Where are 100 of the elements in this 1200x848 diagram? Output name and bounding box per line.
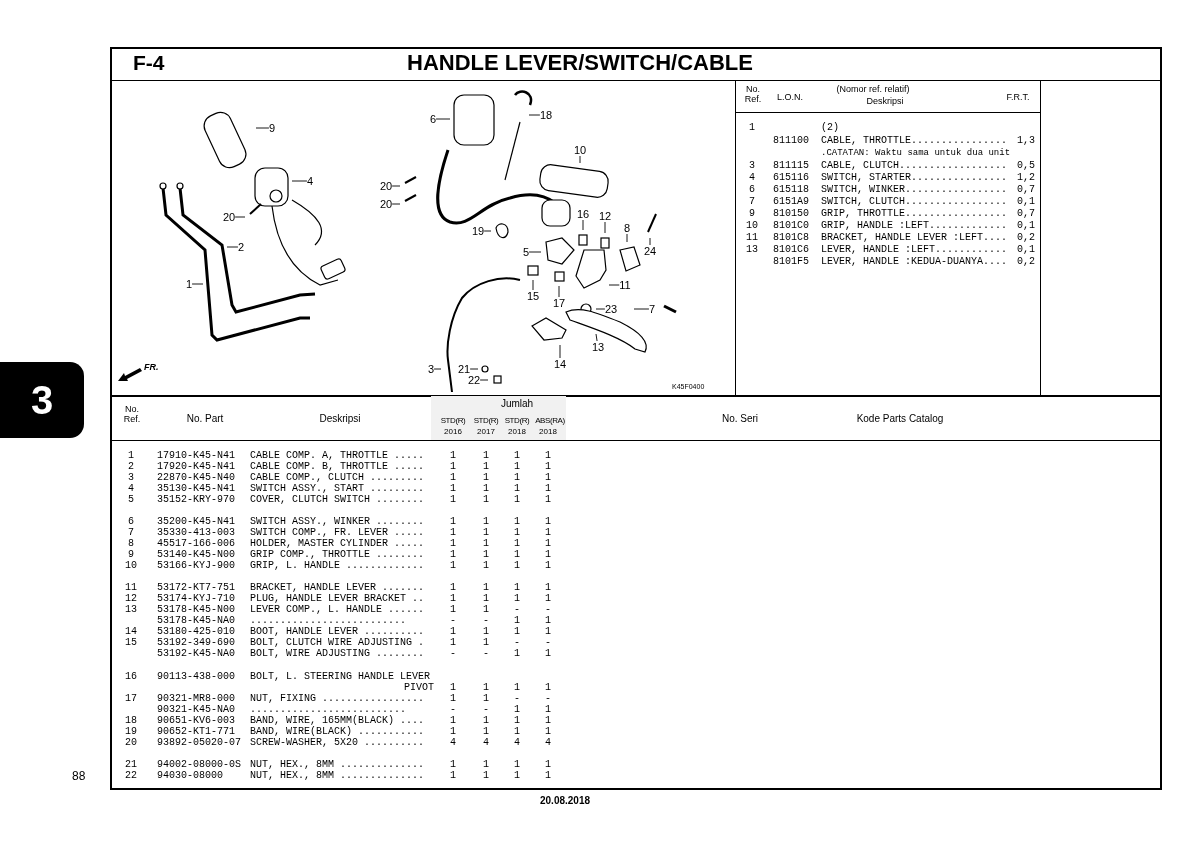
column-header: 2016 bbox=[443, 427, 463, 436]
column-header: 2018 bbox=[507, 427, 527, 436]
quantity: 1 bbox=[449, 549, 457, 560]
part-description: BOLT, CLUTCH WIRE ADJUSTING . bbox=[250, 637, 426, 648]
callout-number: 3 bbox=[427, 363, 435, 375]
lon-code: 811115 bbox=[773, 160, 810, 171]
page-number: 88 bbox=[72, 769, 86, 783]
leader-line bbox=[649, 237, 651, 246]
lon-code: 615116 bbox=[773, 172, 810, 183]
callout-number: 10 bbox=[573, 144, 587, 156]
leader-line bbox=[528, 114, 541, 116]
quantity: 1 bbox=[482, 726, 490, 737]
leader-line bbox=[595, 333, 598, 342]
quantity: 1 bbox=[544, 494, 552, 505]
quantity: 1 bbox=[513, 527, 521, 538]
quantity: 1 bbox=[544, 560, 552, 571]
leader-line bbox=[595, 308, 606, 310]
quantity: 1 bbox=[544, 759, 552, 770]
part-description: SCREW-WASHER, 5X20 .......... bbox=[250, 737, 426, 748]
ref-number: 4 bbox=[748, 172, 756, 183]
frt-value: 0,2 bbox=[1016, 256, 1035, 267]
quantity: 1 bbox=[544, 682, 552, 693]
frt-value: 0,5 bbox=[1016, 160, 1035, 171]
leader-line bbox=[626, 233, 628, 243]
leader-line bbox=[391, 203, 401, 205]
part-description: SWITCH, STARTER................ bbox=[821, 172, 1009, 183]
callout-number: 23 bbox=[604, 303, 618, 315]
quantity: 1 bbox=[482, 450, 490, 461]
quantity: 1 bbox=[482, 538, 490, 549]
leader-line bbox=[255, 127, 270, 129]
frt-value: 0,1 bbox=[1016, 244, 1035, 255]
quantity: 1 bbox=[544, 726, 552, 737]
callout-number: 18 bbox=[539, 109, 553, 121]
ref-number: 9 bbox=[127, 549, 135, 560]
note-text: .CATATAN: Waktu sama untuk dua unit bbox=[821, 148, 1012, 159]
part-number: 94002-08000-0S bbox=[157, 759, 242, 770]
ref-number: 7 bbox=[748, 196, 756, 207]
quantity: 1 bbox=[513, 615, 521, 626]
callout-number: 13 bbox=[591, 341, 605, 353]
quantity: 1 bbox=[513, 549, 521, 560]
callout-number: 1 bbox=[185, 278, 193, 290]
lon-code: 8101C8 bbox=[773, 232, 810, 243]
part-number: 90321-MR8-000 bbox=[157, 693, 236, 704]
lon-code: 6151A9 bbox=[773, 196, 810, 207]
callout-number: 4 bbox=[306, 175, 314, 187]
quantity: 4 bbox=[449, 737, 457, 748]
quantity: 1 bbox=[513, 726, 521, 737]
part-description: NUT, FIXING ................. bbox=[250, 693, 426, 704]
column-header: Kode Parts Catalog bbox=[855, 413, 945, 424]
part-number: 45517-166-006 bbox=[157, 538, 236, 549]
callout-number: 14 bbox=[553, 358, 567, 370]
callout-number: 8 bbox=[623, 222, 631, 234]
leader-line bbox=[604, 221, 606, 234]
part-number: 90652-KT1-771 bbox=[157, 726, 236, 737]
leader-line bbox=[532, 279, 534, 291]
leader-line bbox=[528, 251, 542, 253]
quantity: 1 bbox=[482, 472, 490, 483]
quantity: - bbox=[449, 704, 457, 715]
quantity: 1 bbox=[482, 604, 490, 615]
callout-number: 24 bbox=[643, 245, 657, 257]
callout-number: 11 bbox=[619, 279, 631, 291]
callout-number: 2 bbox=[237, 241, 245, 253]
quantity: 1 bbox=[513, 704, 521, 715]
quantity: 1 bbox=[482, 483, 490, 494]
date-text: 20.08.2018 bbox=[540, 795, 591, 807]
part-number: 17910-K45-N41 bbox=[157, 450, 236, 461]
quantity: 1 bbox=[513, 759, 521, 770]
quantity: 1 bbox=[449, 516, 457, 527]
quantity: 1 bbox=[513, 538, 521, 549]
quantity: 1 bbox=[449, 538, 457, 549]
quantity: 1 bbox=[449, 682, 457, 693]
part-description: CABLE COMP. B, THROTTLE ..... bbox=[250, 461, 426, 472]
ref-number: 15 bbox=[124, 637, 138, 648]
frt-value: 0,1 bbox=[1016, 196, 1035, 207]
part-number: 35200-K45-N41 bbox=[157, 516, 236, 527]
ref-number: 10 bbox=[745, 220, 759, 231]
quantity: 1 bbox=[482, 637, 490, 648]
quantity: 1 bbox=[544, 582, 552, 593]
part-description: HOLDER, MASTER CYLINDER ..... bbox=[250, 538, 426, 549]
part-description: .......................... bbox=[250, 704, 408, 715]
part-number: 53180-425-010 bbox=[157, 626, 236, 637]
quantity: 1 bbox=[449, 626, 457, 637]
part-description: COVER, CLUTCH SWITCH ........ bbox=[250, 494, 426, 505]
quantity: 1 bbox=[513, 770, 521, 781]
column-header: (Nomor ref. relatif) bbox=[835, 84, 911, 94]
quantity: 1 bbox=[544, 461, 552, 472]
quantity: 1 bbox=[544, 549, 552, 560]
lon-code: 8101F5 bbox=[773, 256, 810, 267]
part-description: GRIP, HANDLE :LEFT............. bbox=[821, 220, 1009, 231]
leader-line bbox=[559, 344, 561, 359]
quantity: 1 bbox=[513, 472, 521, 483]
quantity: 1 bbox=[513, 450, 521, 461]
ref-number: 1 bbox=[127, 450, 135, 461]
ref-number: 8 bbox=[127, 538, 135, 549]
leader-line bbox=[391, 185, 401, 187]
ref-number: 16 bbox=[124, 671, 138, 682]
quantity: 1 bbox=[449, 715, 457, 726]
part-number: 35330-413-003 bbox=[157, 527, 236, 538]
column-header: 2018 bbox=[538, 427, 558, 436]
callout-number: 12 bbox=[598, 210, 612, 222]
